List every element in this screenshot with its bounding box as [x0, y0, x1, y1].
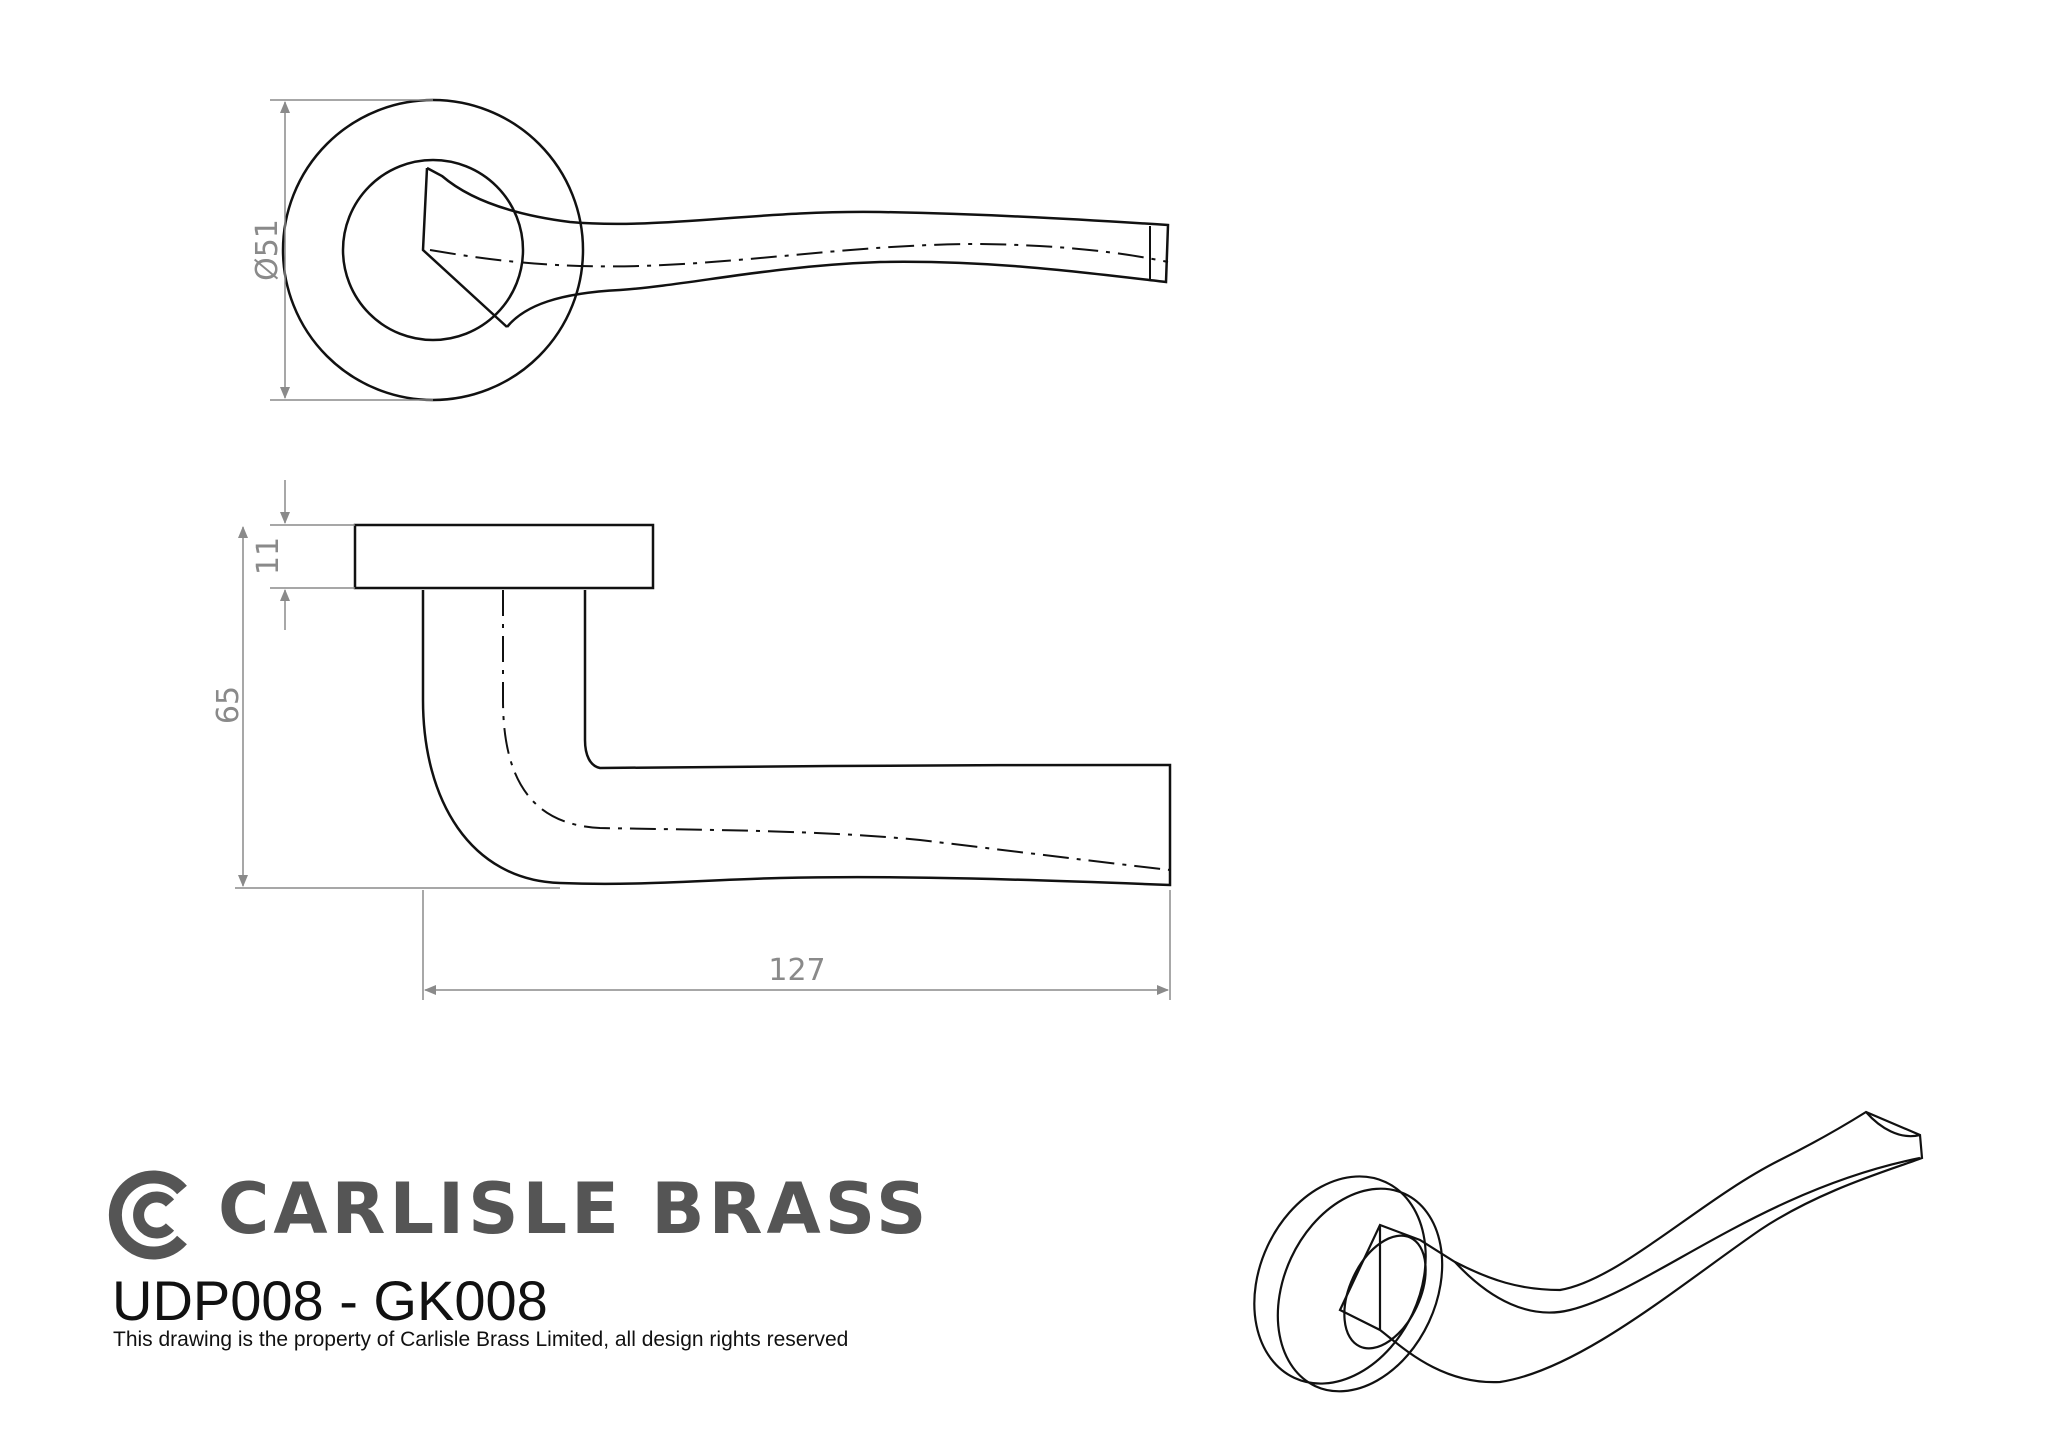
isometric-view	[1253, 1110, 1924, 1393]
rose-side-rect	[353, 523, 655, 590]
dimension-projection-label: 65	[211, 686, 246, 724]
copyright-notice: This drawing is the property of Carlisle…	[113, 1328, 849, 1351]
iso-lever-edge	[1378, 1111, 1921, 1330]
lever-top-outline	[421, 166, 1170, 328]
product-code: UDP008 - GK008	[112, 1269, 548, 1332]
lever-side-centerline	[502, 590, 1171, 871]
dimension-length-label: 127	[768, 953, 825, 988]
side-view	[353, 523, 1172, 887]
carlisle-brass-cc-logo-icon	[108, 1170, 187, 1260]
dimension-diameter	[270, 99, 433, 401]
iso-rose-outer	[1253, 1175, 1427, 1385]
dimension-diameter-label: Ø51	[250, 219, 285, 281]
iso-rose-inner	[1276, 1187, 1444, 1393]
top-view	[281, 98, 1170, 402]
dimension-thickness-label: 11	[251, 537, 286, 575]
lever-side-outline	[421, 590, 1172, 887]
iso-lever-outline	[1338, 1110, 1924, 1384]
dimension-lines-side	[235, 480, 1171, 1000]
rose-inner-circle	[341, 158, 525, 342]
brand-name: CARLISLE BRASS	[218, 1168, 931, 1250]
lever-top-centerline	[429, 242, 1169, 268]
iso-rose-hub	[1343, 1234, 1427, 1350]
